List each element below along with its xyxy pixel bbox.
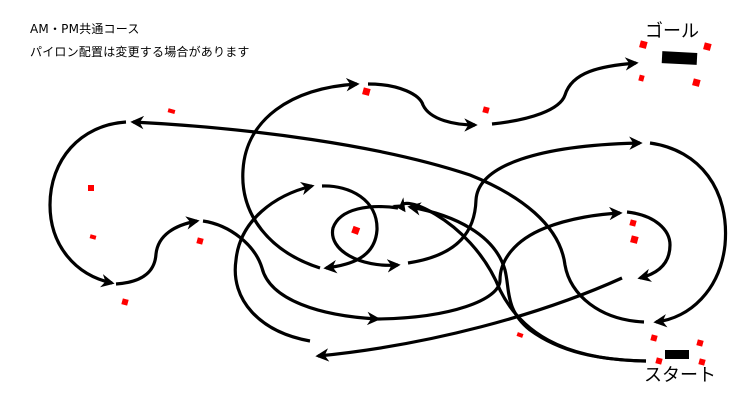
course-segment (48, 120, 127, 288)
pylon-icon (196, 237, 204, 245)
course-segment (491, 57, 639, 126)
course-segment (367, 82, 478, 132)
pylon-icon (630, 235, 639, 244)
course-segment (241, 77, 360, 270)
pylon-icon (638, 74, 645, 82)
pylon-icon (351, 225, 361, 235)
pylon-icon (629, 219, 637, 227)
course-segment (233, 182, 315, 343)
start-box-icon (665, 350, 689, 359)
pylon-icon (89, 234, 97, 240)
course-note-pylon-change: パイロン配置は変更する場合があります (30, 45, 250, 59)
pylon-icon (167, 108, 176, 114)
course-note-am-pm: AM・PM共通コース (30, 22, 140, 36)
pylon-icon (121, 298, 129, 306)
pylon-icon (639, 40, 648, 49)
course-segment (649, 141, 728, 328)
pylon-icon (655, 357, 663, 365)
course-segment (130, 115, 645, 324)
course-segment (407, 202, 647, 363)
pylon-icon (698, 358, 706, 366)
pylon-icon (362, 87, 371, 96)
pylon-icon (703, 42, 712, 51)
pylons (88, 87, 639, 338)
pylon-icon (650, 334, 658, 342)
pylon-icon (692, 78, 701, 87)
course-segment (377, 206, 623, 321)
course-segment (315, 276, 623, 362)
course-segment (626, 210, 672, 282)
goal-area (638, 40, 712, 87)
start-area (650, 334, 706, 366)
course-segment (202, 219, 381, 326)
pylon-icon (482, 106, 490, 114)
course-segment (407, 136, 643, 265)
course-segment (321, 184, 379, 274)
pylon-icon (516, 332, 524, 338)
start-label: スタート (644, 365, 716, 386)
course-segment (115, 216, 200, 286)
course-paths (48, 57, 728, 363)
goal-label: ゴール (645, 21, 699, 42)
pylon-icon (696, 339, 704, 347)
pylon-icon (88, 185, 94, 191)
goal-box-icon (661, 51, 698, 65)
